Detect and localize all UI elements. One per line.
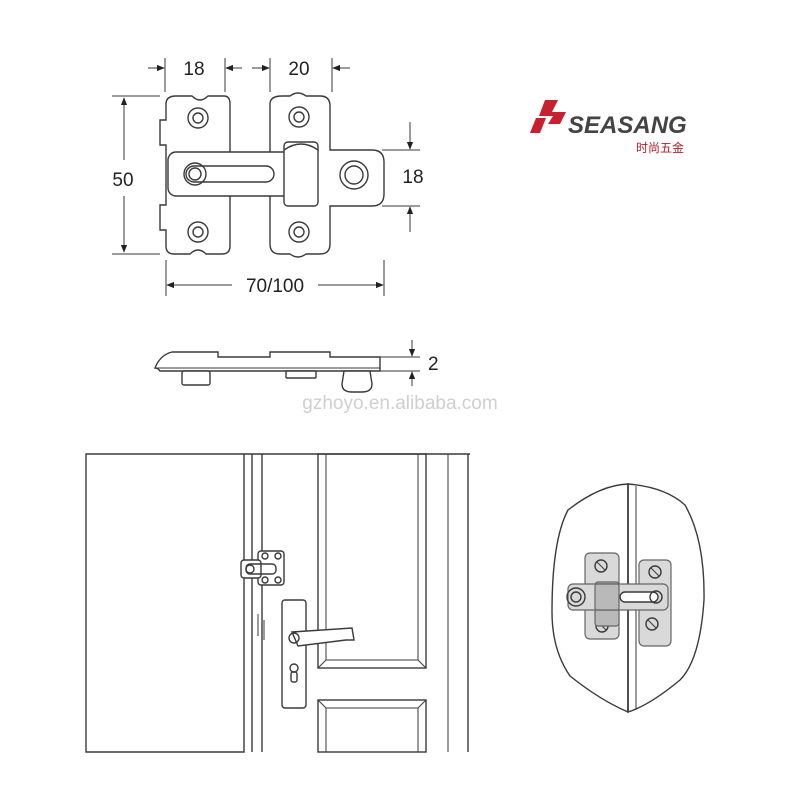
door-installation-view [85,453,470,753]
door-handle-lever-icon [290,627,355,647]
height-dimension: 50 [112,95,160,255]
dimension-height-bolt: 18 [402,167,423,188]
dimension-height-total: 50 [112,170,133,191]
top-dimensions: 18 20 [148,58,350,92]
watermark: gzhoyo.en.alibaba.com [302,393,497,414]
brand-subtitle: 时尚五金 [636,140,684,155]
brand-mark-icon [530,100,566,133]
dimension-length: 70/100 [246,276,304,297]
length-dimension: 70/100 [165,260,385,297]
mounted-latch-icon [240,550,285,586]
door-handle-plate [281,599,307,709]
latch-detail-closeup [551,483,705,714]
latch-side-view: 2 [153,340,439,393]
brand-name: SEASANG [568,112,687,139]
dimension-thickness: 2 [428,354,439,375]
brand-logo: SEASANG 时尚五金 [530,100,687,155]
dimension-width-right: 20 [288,59,309,80]
bolt-height-dimension: 18 [382,122,424,232]
latch-top-view [159,92,385,258]
dimension-width-left: 18 [183,59,204,80]
